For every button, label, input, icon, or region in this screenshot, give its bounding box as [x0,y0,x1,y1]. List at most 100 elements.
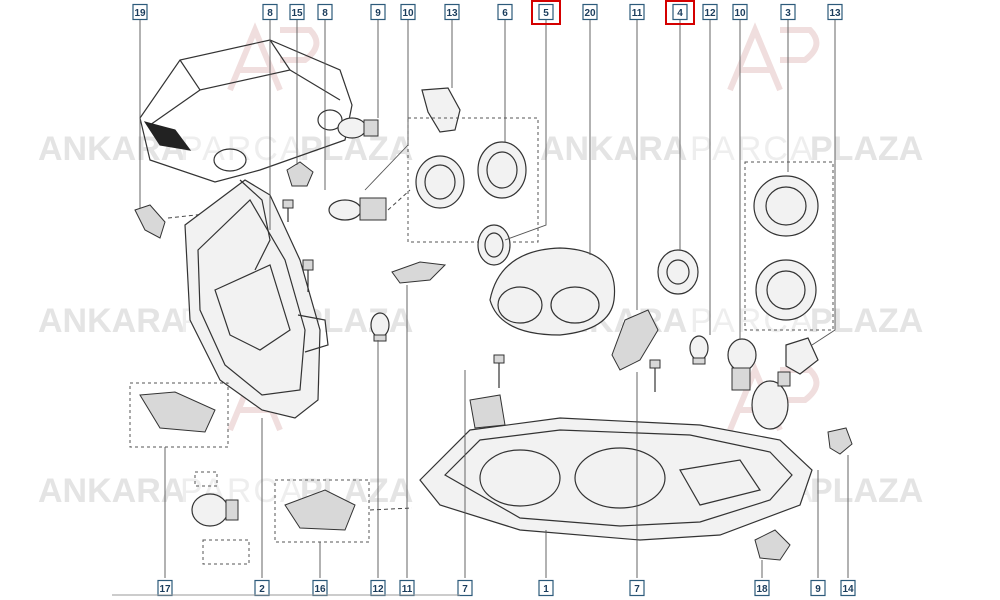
callout-15: 15 [289,3,305,21]
watermark-word: ANKARA [38,302,185,340]
callout-number: 7 [634,584,640,595]
callout-number: 10 [734,8,746,19]
callout-number: 4 [677,8,683,19]
callout-box [132,3,148,21]
callout-13: 13 [827,3,843,21]
part-20-lens [489,247,616,336]
part-2-headlamp-rear-housing [184,179,329,419]
callout-box [732,3,748,21]
part-16-brackets [284,489,356,531]
callout-10: 10 [732,3,748,21]
leader-lines [139,20,849,578]
part-5-cap [477,224,511,266]
callout-number: 16 [314,584,326,595]
part-6-caps [415,141,527,209]
callout-number: 5 [543,8,549,19]
watermark-word: PLAZA [810,130,923,168]
part-18-clip [754,529,791,561]
callout-number: 8 [267,8,273,19]
callout-18: 18 [754,579,770,597]
callout-number: 19 [134,8,146,19]
callout-box [538,579,554,597]
watermark-word: ANKARA [540,130,687,168]
callout-number: 7 [462,584,468,595]
callout-number: 10 [402,8,414,19]
part-11-holder-right [611,309,659,371]
callout-number: 17 [159,584,171,595]
part-13-socket-right [785,337,819,375]
callout-number: 9 [375,8,381,19]
callout-box [538,3,554,21]
part-1-headlamp [419,394,813,541]
callout-11: 11 [629,3,645,21]
watermark-word: ANKARA [38,472,185,510]
callout-box [810,579,826,597]
part-10-bulb-right [727,338,757,391]
callout-box [702,3,718,21]
callout-box [262,3,278,21]
callout-box [497,3,513,21]
part-14-clip [827,427,853,455]
callout-10: 10 [400,3,416,21]
callout-3: 3 [780,3,796,21]
part-12-bulb-left [370,312,390,342]
callout-2: 2 [254,579,270,597]
callout-19: 19 [132,3,148,21]
callout-16: 16 [312,579,328,597]
fasteners-upper-left [282,161,314,292]
callout-number: 12 [704,8,716,19]
callout-7: 7 [629,579,645,597]
part-17-brackets [139,391,216,433]
callout-box [629,579,645,597]
callout-box [672,3,688,21]
part-19-bracket [134,204,166,239]
part-7-screws [493,354,661,392]
part-11-holder-left [391,261,447,284]
callout-box [444,3,460,21]
callout-box [780,3,796,21]
watermark-word: PLAZA [810,302,923,340]
callout-box [754,579,770,597]
callout-box [840,579,856,597]
callout-box [317,3,333,21]
callout-11: 11 [399,579,415,597]
callout-box [582,3,598,21]
callout-8: 8 [262,3,278,21]
callout-box [370,3,386,21]
part-12-bulb-right [689,335,709,365]
callout-highlight [665,0,695,25]
callout-number: 13 [829,8,841,19]
callout-12: 12 [370,579,386,597]
callout-box [400,3,416,21]
callout-number: 15 [291,8,303,19]
callout-13: 13 [444,3,460,21]
callout-number: 9 [815,584,821,595]
group-17-outline [129,382,229,448]
callout-12: 12 [702,3,718,21]
callout-number: 11 [402,584,413,595]
watermark-word: PARCA [180,130,305,168]
part-9-bulb-right [751,371,791,430]
bulb-base-outline [202,539,250,565]
group-3-outline [744,161,834,331]
callout-number: 8 [322,8,328,19]
callout-box [827,3,843,21]
callout-number: 6 [502,8,508,19]
part-3-caps [753,175,819,321]
callout-4: 4 [665,0,695,25]
group-6-outline [407,117,539,243]
callout-number: 13 [446,8,458,19]
callout-8: 8 [317,3,333,21]
callout-number: 18 [756,584,768,595]
bulb-lower-left [191,493,239,527]
callout-box [457,579,473,597]
part-9-bulb-top [337,117,379,139]
callout-6: 6 [497,3,513,21]
callout-number: 14 [842,584,854,595]
callout-number: 11 [632,8,643,19]
part-13-socket-top [421,87,461,133]
callout-number: 20 [584,8,596,19]
